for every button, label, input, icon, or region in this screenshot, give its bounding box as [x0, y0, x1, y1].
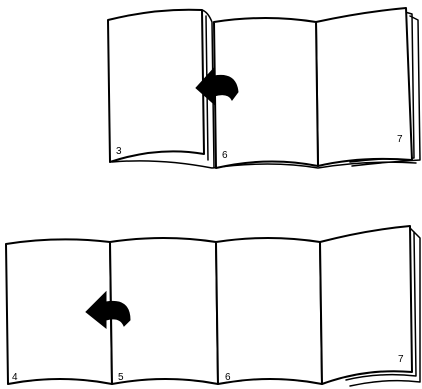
bottom-page-number-4: 4 [12, 372, 18, 383]
bottom-fold-illustration: 4 5 6 7 [6, 226, 420, 386]
bottom-page-6 [216, 238, 322, 384]
top-page-number-6: 6 [222, 150, 228, 161]
top-page-number-7: 7 [397, 134, 403, 145]
top-fold-illustration: 3 6 7 [108, 8, 420, 168]
bottom-page-number-7: 7 [398, 354, 404, 365]
top-page-3 [108, 10, 204, 162]
bottom-page-number-6: 6 [225, 372, 231, 383]
top-page-number-3: 3 [116, 146, 122, 157]
bottom-page-number-5: 5 [118, 372, 124, 383]
